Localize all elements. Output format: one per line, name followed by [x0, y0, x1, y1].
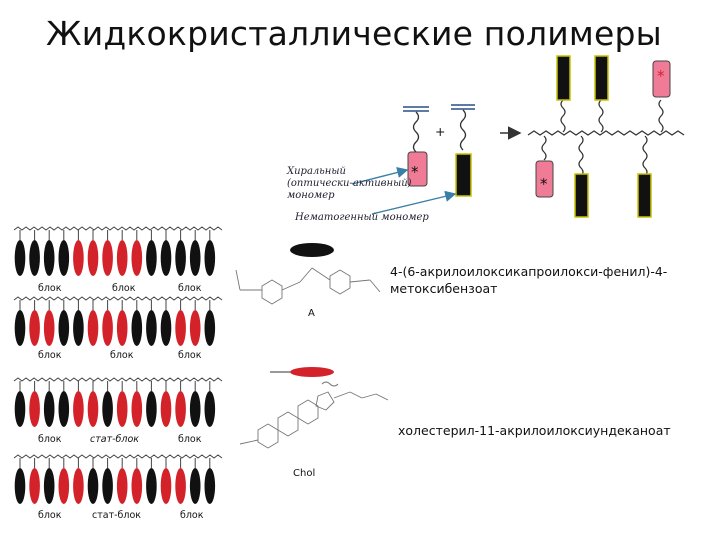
chiral-asterisk: *: [411, 163, 419, 181]
row3-label-1: блок: [38, 434, 62, 445]
mesogen-black: [204, 310, 216, 346]
mesogen-black: [189, 391, 201, 427]
molecule-a-name-2: метоксибензоат: [390, 281, 498, 296]
mesogen-red: [73, 391, 84, 427]
mesogen-red: [87, 240, 99, 276]
mesogen-red: [116, 468, 128, 504]
mesogen-red: [29, 468, 40, 504]
mesogen-red: [87, 391, 99, 427]
mesogen-red: [102, 310, 113, 346]
mesogen-red: [189, 310, 201, 346]
mesogen-structure-a: [235, 243, 381, 305]
molecule-a-mark: A: [308, 308, 315, 319]
mesogen-black: [73, 310, 84, 346]
row4-label-3: блок: [180, 510, 204, 521]
nematic-pointer-arrow: [371, 190, 457, 215]
nematic-monomer-label: Нематогенный мономер: [295, 212, 429, 223]
polymer-backbone: [13, 226, 223, 231]
molecule-a-name-1: 4-(6-акрилоилоксикапроилокси-фенил)-4-: [390, 264, 668, 279]
mesogen-black: [14, 391, 26, 427]
mesogen-black: [58, 240, 70, 276]
mesogen-red: [116, 391, 128, 427]
mesogen-black: [146, 391, 157, 427]
mesogen-black: [175, 240, 186, 276]
mesogen-red: [43, 310, 55, 346]
mesogen-black: [87, 468, 99, 504]
chiral-monomer-label-3: мономер: [287, 190, 335, 201]
mesogen-black: [146, 310, 157, 346]
mesogen-black: [146, 468, 157, 504]
molecule-chol-mark: Chol: [293, 468, 316, 479]
comb-polymer: [527, 55, 685, 218]
copolymer-rows: [13, 226, 223, 504]
mesogen-red: [29, 391, 40, 427]
row1-label-2: блок: [112, 283, 136, 294]
row4-label-1: блок: [38, 510, 62, 521]
mesogen-black: [204, 240, 216, 276]
cholesteryl-structure: [239, 367, 389, 449]
mesogen-red: [29, 310, 40, 346]
mesogen-black: [43, 391, 55, 427]
mesogen-red: [58, 468, 70, 504]
mesogen-red: [102, 240, 113, 276]
mesogen-black: [189, 468, 201, 504]
mesogen-black: [146, 240, 157, 276]
slide-title: Жидкокристаллические полимеры: [46, 14, 662, 53]
mesogen-red: [160, 391, 172, 427]
row3-label-2: стат-блок: [90, 434, 140, 445]
plus-sign: +: [435, 124, 446, 139]
row3-label-3: блок: [178, 434, 202, 445]
mesogen-red: [160, 468, 172, 504]
mesogen-black: [189, 240, 201, 276]
mesogen-black: [102, 468, 113, 504]
mesogen-black: [58, 391, 70, 427]
polymer-backbone: [13, 296, 223, 301]
mesogen-red: [175, 310, 186, 346]
row1-label-3: блок: [178, 283, 202, 294]
row4-label-2: стат-блок: [92, 510, 142, 521]
molecule-chol-name: холестерил-11-акрилоилоксиундеканоат: [398, 423, 671, 438]
mesogen-black: [43, 240, 55, 276]
chiral-monomer-label-2: (оптически-активный): [287, 178, 412, 189]
mesogen-black: [14, 468, 26, 504]
mesogen-black: [14, 240, 26, 276]
mesogen-red: [87, 310, 99, 346]
mesogen-black: [131, 310, 143, 346]
mesogen-black: [204, 468, 216, 504]
nematic-monomer: [451, 104, 475, 197]
mesogen-red: [175, 391, 186, 427]
mesogen-black: [102, 391, 113, 427]
mesogen-black: [160, 310, 172, 346]
mesogen-red: [131, 468, 143, 504]
row1-label-1: блок: [38, 283, 62, 294]
row2-label-2: блок: [110, 350, 134, 361]
mesogen-black: [14, 310, 26, 346]
chiral-monomer: [403, 106, 429, 187]
mesogen-red: [73, 240, 84, 276]
polymer-backbone: [13, 454, 223, 459]
row2-label-3: блок: [178, 350, 202, 361]
mesogen-black: [58, 310, 70, 346]
mesogen-black: [29, 240, 40, 276]
mesogen-red: [116, 310, 128, 346]
chiral-monomer-label-1: Хиральный: [287, 166, 346, 177]
mesogen-red: [73, 468, 84, 504]
mesogen-black: [160, 240, 172, 276]
chiral-asterisk-bottom: *: [540, 175, 548, 193]
polymer-backbone: [13, 377, 223, 382]
mesogen-black: [43, 468, 55, 504]
mesogen-black: [204, 391, 216, 427]
chiral-pointer-arrow: [351, 166, 409, 185]
mesogen-red: [131, 240, 143, 276]
mesogen-red: [116, 240, 128, 276]
mesogen-red: [131, 391, 143, 427]
chiral-asterisk-top: *: [657, 67, 665, 85]
mesogen-red: [175, 468, 186, 504]
row2-label-1: блок: [38, 350, 62, 361]
